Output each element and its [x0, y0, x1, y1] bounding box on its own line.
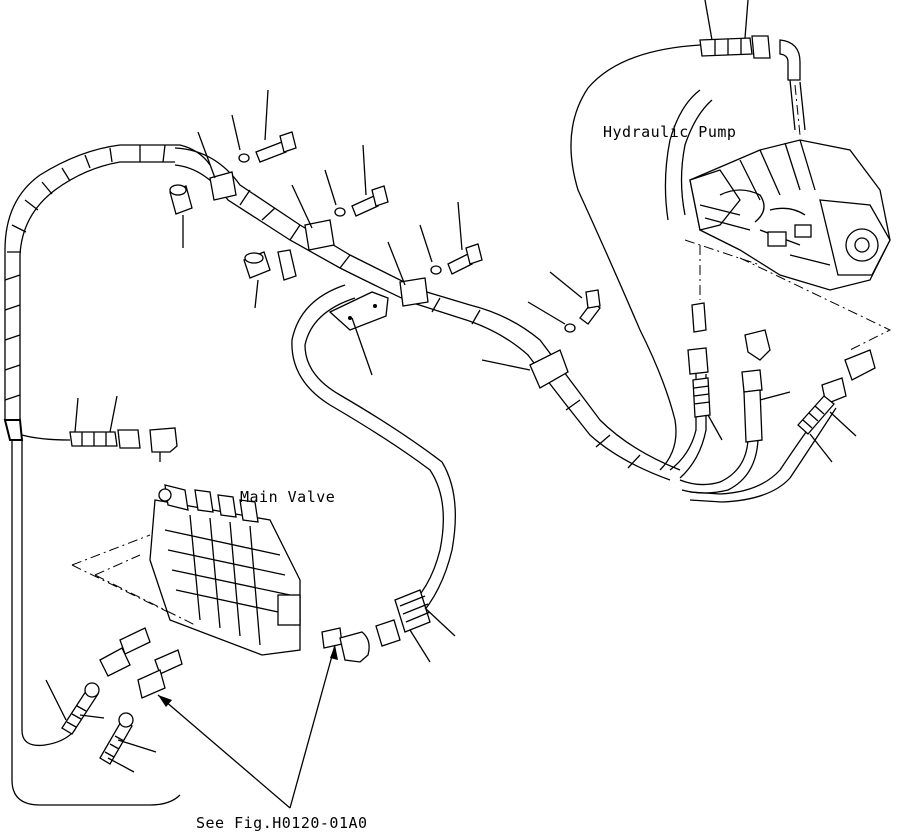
spacer-parts [169, 184, 297, 309]
left-hose-loop [3, 144, 211, 806]
pump-dash-outline [684, 239, 892, 351]
valve-top-hose-end [21, 395, 178, 462]
main-valve [149, 484, 301, 656]
top-pump-hose [570, 0, 801, 471]
bolt-set-4 [481, 271, 601, 371]
sleeve-clamps [209, 171, 569, 389]
bolt-set-3 [387, 201, 483, 286]
pump-fittings [687, 302, 876, 405]
bolt-set-2 [291, 144, 389, 229]
bracket-plate [328, 291, 389, 376]
reference-leaders [157, 644, 338, 809]
main-valve-label: Main Valve [240, 488, 336, 506]
pump-hoses [669, 374, 857, 503]
valve-fittings [99, 627, 370, 699]
see-fig-reference-label: See Fig.H0120-01A0 [196, 814, 368, 832]
upper-guard-sleeve [174, 147, 681, 481]
valve-dash-outline [71, 534, 196, 626]
hydraulic-pump [664, 79, 891, 291]
hydraulic-pump-label: Hydraulic Pump [603, 123, 737, 141]
pump-dash-drop-2 [794, 84, 801, 136]
lower-valve-hoses [45, 679, 157, 773]
bolt-set-1 [197, 89, 297, 179]
middle-hose [291, 284, 456, 663]
